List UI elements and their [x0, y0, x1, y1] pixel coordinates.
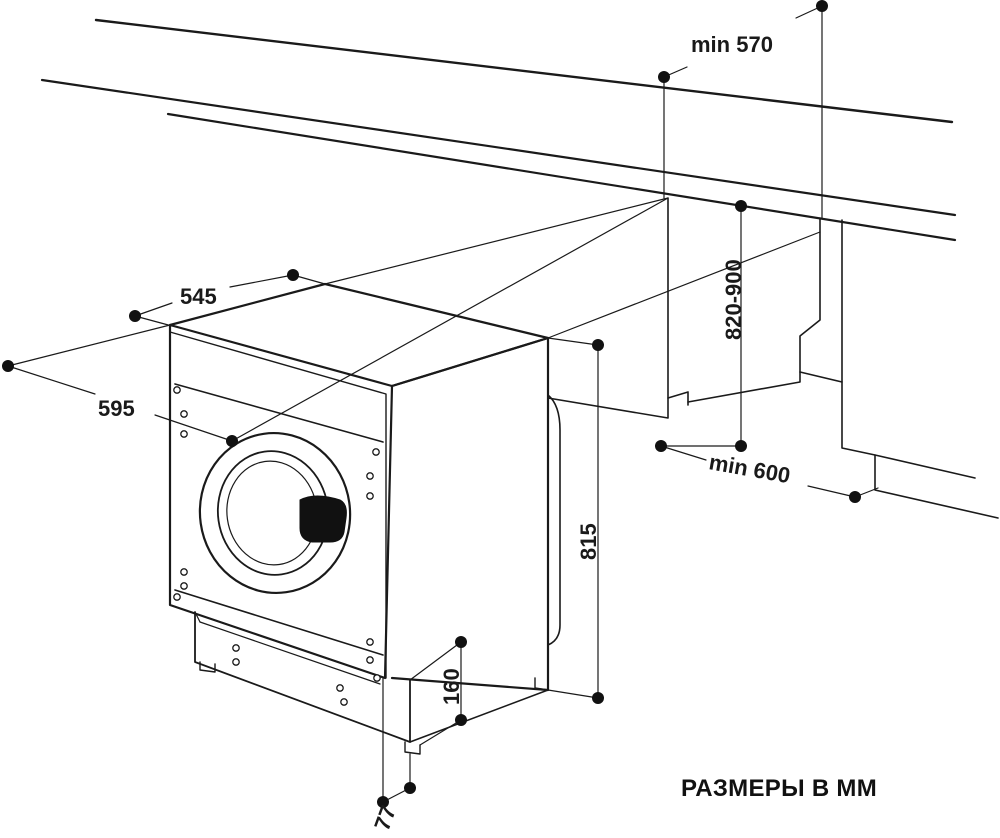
label-820-900: 820-900 — [721, 259, 746, 340]
label-77: 77 — [369, 802, 401, 834]
label-545: 545 — [180, 284, 217, 309]
units-caption: РАЗМЕРЫ В ММ — [681, 775, 878, 802]
label-min-600: min 600 — [707, 449, 792, 488]
worktop — [40, 18, 957, 242]
door-handle — [299, 495, 347, 543]
dimension-dots — [2, 0, 861, 808]
label-595: 595 — [98, 396, 135, 421]
screw-holes — [173, 386, 381, 706]
label-815: 815 — [576, 523, 601, 560]
washing-machine — [168, 282, 561, 755]
label-min-570: min 570 — [691, 32, 773, 57]
label-160: 160 — [439, 668, 464, 705]
